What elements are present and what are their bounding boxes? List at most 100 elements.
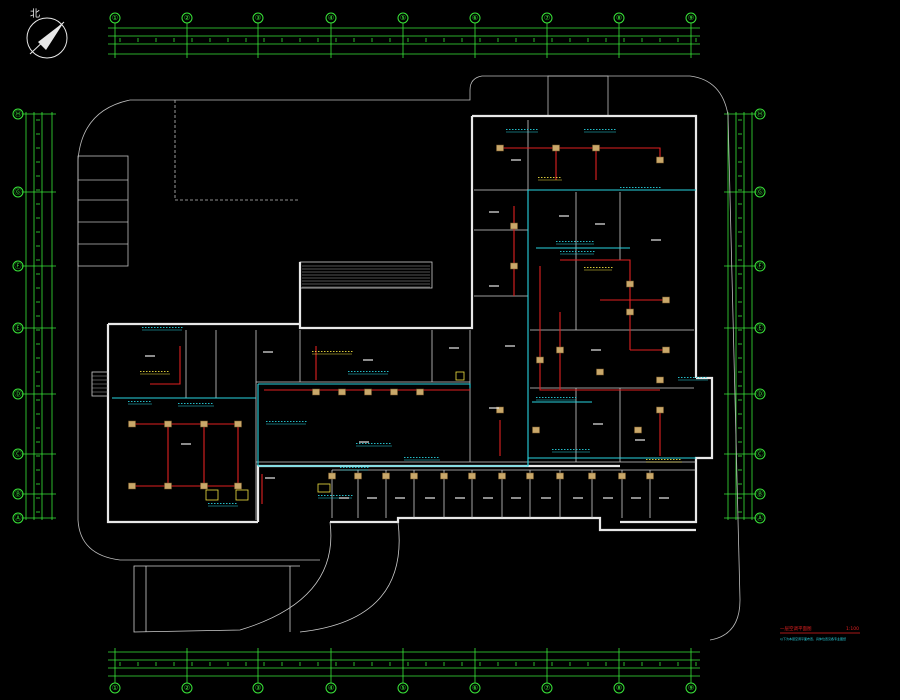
grid-axis-bottom-1-label: ① [112, 684, 118, 692]
indoor-unit [328, 472, 336, 480]
entrance-canopy [133, 521, 400, 633]
grid-axis-top-5: ⑤ [397, 12, 409, 24]
indoor-unit [468, 472, 476, 480]
grid-axis-right-7: Ⓑ [754, 488, 766, 500]
indoor-unit [496, 406, 504, 414]
grid-axis-top-9: ⑨ [685, 12, 697, 24]
grid-axis-right-1-label: Ⓗ [757, 110, 764, 118]
grid-axis-top-8-label: ⑧ [616, 14, 622, 22]
grid-axis-right-1: Ⓗ [754, 108, 766, 120]
grid-axis-bottom-3-label: ③ [255, 684, 261, 692]
grid-axis-right-8-label: Ⓐ [757, 514, 764, 522]
grid-axis-right-2-label: Ⓖ [757, 188, 764, 196]
left-dimension-chain [22, 112, 56, 520]
north-label: 北 [30, 8, 40, 20]
indoor-unit [390, 388, 398, 396]
site-boundary [77, 75, 741, 641]
grid-axis-right-8: Ⓐ [754, 512, 766, 524]
indoor-unit [234, 420, 242, 428]
indoor-unit [526, 472, 534, 480]
grid-axis-left-8-label: Ⓐ [15, 514, 22, 522]
indoor-unit [234, 482, 242, 490]
right-dimension-chain [724, 112, 756, 520]
indoor-unit [634, 426, 642, 434]
grid-axis-left-1: Ⓗ [12, 108, 24, 120]
indoor-unit [382, 472, 390, 480]
indoor-unit [200, 482, 208, 490]
grid-axes-right: Ⓗ Ⓖ Ⓕ Ⓔ Ⓓ Ⓒ Ⓑ Ⓐ [754, 108, 766, 524]
grid-axis-left-4-label: Ⓔ [15, 324, 22, 332]
grid-axis-left-8: Ⓐ [12, 512, 24, 524]
exhaust-fans [205, 371, 465, 501]
indoor-unit [626, 280, 634, 288]
grid-axis-left-1-label: Ⓗ [15, 110, 22, 118]
refrigerant-pipes [112, 189, 696, 467]
grid-axis-bottom-4: ④ [325, 682, 337, 694]
indoor-unit [416, 388, 424, 396]
indoor-units [128, 144, 670, 490]
north-arrow-icon: 北 [26, 8, 68, 59]
grid-axis-bottom-7-label: ⑦ [544, 684, 550, 692]
grid-axis-left-7: Ⓑ [12, 488, 24, 500]
indoor-unit [662, 296, 670, 304]
indoor-unit [588, 472, 596, 480]
grid-axis-top-1: ① [109, 12, 121, 24]
drawing-scale: 1:100 [846, 626, 859, 632]
indoor-unit [626, 308, 634, 316]
indoor-unit [128, 482, 136, 490]
grid-axis-right-2: Ⓖ [754, 186, 766, 198]
grid-axis-bottom-7: ⑦ [541, 682, 553, 694]
grid-axis-right-4-label: Ⓔ [757, 324, 764, 332]
title-block: 一层空调平面图 1:100 以下为本层空调平面布置，具体位置见各专业图纸 [780, 625, 860, 641]
grid-axis-left-6-label: Ⓒ [15, 450, 22, 458]
grid-axis-bottom-3: ③ [252, 682, 264, 694]
grid-axis-right-3: Ⓕ [754, 260, 766, 272]
grid-axis-left-2: Ⓖ [12, 186, 24, 198]
grid-axes-left: Ⓗ Ⓖ Ⓕ Ⓔ Ⓓ Ⓒ Ⓑ Ⓐ [12, 108, 24, 524]
indoor-unit [536, 356, 544, 364]
indoor-unit [532, 426, 540, 434]
grid-axis-top-2: ② [181, 12, 193, 24]
grid-axis-bottom-8: ⑧ [613, 682, 625, 694]
indoor-unit [656, 376, 664, 384]
indoor-unit [440, 472, 448, 480]
indoor-unit [510, 222, 518, 230]
indoor-unit [592, 144, 600, 152]
indoor-unit [646, 472, 654, 480]
bottom-dimension-chain [108, 648, 700, 683]
grid-axis-bottom-2-label: ② [184, 684, 190, 692]
grid-axis-top-1-label: ① [112, 14, 118, 22]
grid-axis-left-5: Ⓓ [12, 388, 24, 400]
grid-axis-top-3: ③ [252, 12, 264, 24]
room-labels [145, 159, 669, 499]
indoor-unit [338, 388, 346, 396]
grid-axis-right-5: Ⓓ [754, 388, 766, 400]
grid-axis-bottom-9: ⑨ [685, 682, 697, 694]
grid-axis-top-6-label: ⑥ [472, 14, 478, 22]
grid-axis-top-6: ⑥ [469, 12, 481, 24]
indoor-unit [556, 472, 564, 480]
grid-axis-left-3-label: Ⓕ [15, 262, 22, 270]
grid-axis-right-6-label: Ⓒ [757, 450, 764, 458]
grid-axis-top-5-label: ⑤ [400, 14, 406, 22]
grid-axis-bottom-4-label: ④ [328, 684, 334, 692]
grid-axis-left-5-label: Ⓓ [15, 390, 22, 398]
indoor-unit [662, 346, 670, 354]
grid-axis-right-5-label: Ⓓ [757, 390, 764, 398]
indoor-unit [410, 472, 418, 480]
grid-axis-top-8: ⑧ [613, 12, 625, 24]
indoor-unit [164, 420, 172, 428]
grid-axis-right-6: Ⓒ [754, 448, 766, 460]
grid-axis-left-3: Ⓕ [12, 260, 24, 272]
indoor-unit [312, 388, 320, 396]
drawing-title: 一层空调平面图 [780, 625, 812, 632]
indoor-unit [164, 482, 172, 490]
grid-axis-top-2-label: ② [184, 14, 190, 22]
grid-axis-left-4: Ⓔ [12, 322, 24, 334]
left-stair [91, 371, 109, 397]
grid-axis-left-7-label: Ⓑ [15, 490, 22, 498]
indoor-unit [656, 156, 664, 164]
